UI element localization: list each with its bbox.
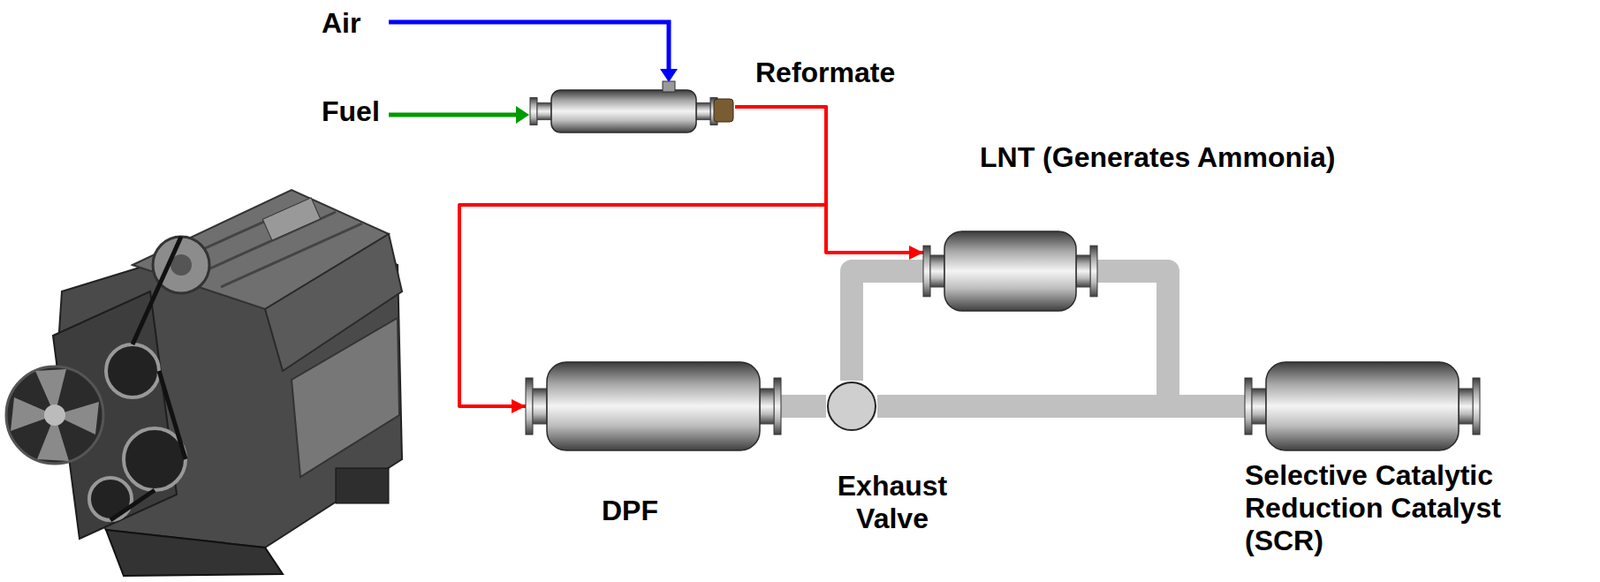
air-arrowhead [659, 68, 678, 83]
fan-blade [10, 369, 99, 462]
engine-illustration [6, 189, 402, 577]
canister-body [1266, 362, 1459, 451]
exhaust-manifold [291, 318, 400, 478]
reformate-line [735, 106, 924, 253]
exhaust-pipe [1097, 271, 1245, 407]
scr-catalyst-shape [1244, 362, 1480, 451]
valve-circle [827, 382, 876, 431]
stream-label: Air [321, 7, 361, 40]
stream-label: Fuel [321, 95, 380, 129]
reformate-line [459, 106, 827, 407]
flange [1472, 378, 1480, 435]
unit-label: Exhaust Valve [826, 470, 959, 536]
flange [1090, 245, 1098, 297]
dpf-filter: DPF [525, 362, 782, 451]
reformer-unit: Reformate [530, 81, 736, 138]
exhaust-pipe [851, 271, 924, 381]
neck [537, 102, 552, 120]
neck [532, 388, 547, 425]
lnt-catalyst-shape [923, 231, 1098, 311]
fuel-line [388, 113, 518, 118]
flange [923, 245, 931, 297]
canister-body [944, 231, 1077, 311]
starter [335, 468, 389, 504]
pulley [89, 477, 132, 521]
neck [759, 388, 774, 425]
fan [6, 366, 104, 464]
air-inlet-fitting [662, 81, 675, 92]
neck [1251, 388, 1267, 425]
exhaust-pipe [781, 394, 827, 418]
canister-body [551, 90, 697, 133]
dpf-filter-shape [525, 362, 782, 451]
canister-body [546, 362, 760, 451]
unit-label: Reformate [755, 56, 895, 90]
flange [1244, 378, 1252, 435]
fan-hub [44, 404, 66, 426]
exhaust-valve-shape [826, 380, 878, 433]
exhaust-valve: Exhaust Valve [826, 380, 878, 433]
scr-catalyst: Selective Catalytic Reduction Catalyst (… [1244, 362, 1480, 451]
flange [773, 378, 782, 435]
oil-pan [106, 530, 283, 577]
unit-label: LNT (Generates Ammonia) [979, 141, 1335, 175]
fuel-feed-line [388, 106, 530, 124]
neck [1076, 255, 1091, 288]
exhaust-pipe [877, 394, 1245, 418]
fuel-arrowhead [515, 106, 530, 124]
air-line [388, 22, 669, 71]
outlet-fitting [713, 98, 734, 122]
flange [530, 98, 538, 126]
neck [1458, 388, 1473, 425]
drive-belt [110, 236, 186, 521]
pulley [123, 428, 186, 491]
pulley [106, 344, 160, 398]
unit-label: Selective Catalytic Reduction Catalyst (… [1244, 459, 1581, 557]
lnt-catalyst: LNT (Generates Ammonia) [923, 231, 1098, 311]
air-feed-line [388, 22, 678, 83]
neck [696, 102, 711, 120]
flange [525, 378, 533, 435]
engine-cover-plate [262, 197, 320, 241]
reformer-unit-shape [530, 81, 736, 138]
neck [930, 255, 945, 288]
unit-label: DPF [601, 494, 659, 528]
